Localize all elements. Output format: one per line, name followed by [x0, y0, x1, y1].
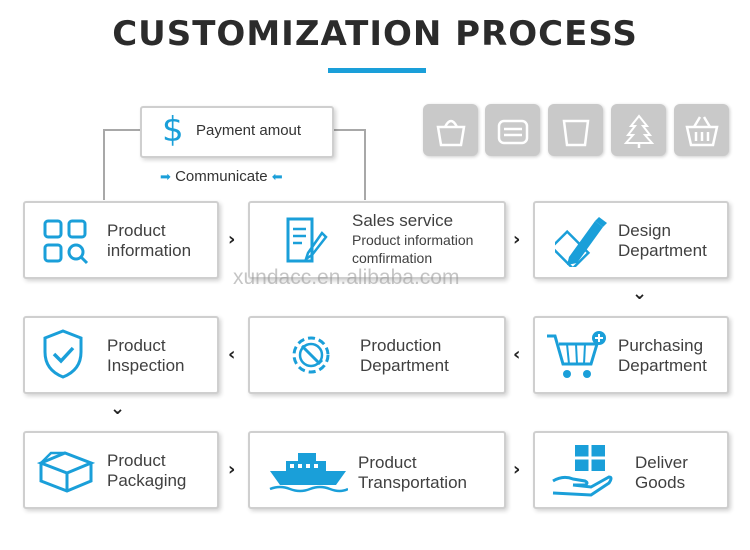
tree-icon — [611, 104, 666, 156]
shield-check-icon — [43, 329, 83, 379]
step-line2: Inspection — [107, 356, 185, 375]
payment-label: Payment amout — [196, 122, 302, 139]
step-line2: Packaging — [107, 471, 187, 490]
step-sales-service: Sales service Product information comfir… — [248, 201, 506, 279]
watermark: xundacc.en.alibaba.com — [233, 266, 460, 289]
arrow-down: ⌄ — [110, 398, 126, 419]
step-line2: Goods — [635, 473, 686, 492]
step-line2: Transportation — [358, 473, 467, 492]
cart-icon — [547, 331, 606, 378]
step-line2: Department — [360, 356, 449, 375]
arrow-right: › — [513, 229, 521, 250]
document-pen-icon — [286, 217, 328, 263]
step-line1: Production — [360, 336, 442, 355]
step-product-information: Product information — [23, 201, 219, 279]
box-icon — [37, 451, 95, 493]
step-line2: Department — [618, 356, 707, 375]
arrow-right: › — [228, 459, 236, 480]
payment-box: $ Payment amout — [140, 106, 334, 158]
basket-icon — [674, 104, 729, 156]
step-line1: Product — [107, 221, 166, 240]
arrow-down: ⌄ — [632, 283, 648, 304]
bucket-icon — [548, 104, 603, 156]
arrow-left: ‹ — [513, 344, 521, 365]
handbag-icon — [423, 104, 478, 156]
step-production-department: Production Department — [248, 316, 506, 394]
step-line3: comfirmation — [352, 250, 433, 266]
step-line1: Purchasing — [618, 336, 704, 355]
pouch-icon — [485, 104, 540, 156]
step-purchasing-department: Purchasing Department — [533, 316, 729, 394]
step-line1: Sales service — [352, 211, 454, 230]
arrow-right: › — [513, 459, 521, 480]
hand-box-icon — [552, 445, 613, 497]
step-design-department: Design Department — [533, 201, 729, 279]
page-title: CUSTOMIZATION PROCESS — [112, 14, 638, 54]
arrow-left: ‹ — [228, 344, 236, 365]
step-product-packaging: Product Packaging — [23, 431, 219, 509]
gear-wrench-icon — [292, 336, 330, 374]
right-arrow-icon: ➡ — [160, 169, 171, 184]
step-line1: Design — [618, 221, 671, 240]
step-line2: Department — [618, 241, 707, 260]
communicate-label: ➡ Communicate ⬅ — [160, 168, 283, 185]
step-product-inspection: Product Inspection — [23, 316, 219, 394]
step-product-transportation: Product Transportation — [248, 431, 506, 509]
step-line1: Product — [107, 451, 166, 470]
grid-search-icon — [43, 219, 89, 265]
step-line1: Deliver — [635, 453, 688, 472]
left-arrow-icon: ⬅ — [271, 169, 283, 184]
step-line1: Product — [107, 336, 166, 355]
arrow-right: › — [228, 229, 236, 250]
dollar-icon: $ — [162, 110, 184, 150]
pencil-ruler-icon — [555, 217, 607, 267]
ship-icon — [269, 453, 348, 493]
step-line1: Product — [358, 453, 417, 472]
step-line2: Product information — [352, 232, 474, 248]
step-line2: information — [107, 241, 192, 260]
title-underline — [328, 68, 426, 73]
step-deliver-goods: Deliver Goods — [533, 431, 729, 509]
